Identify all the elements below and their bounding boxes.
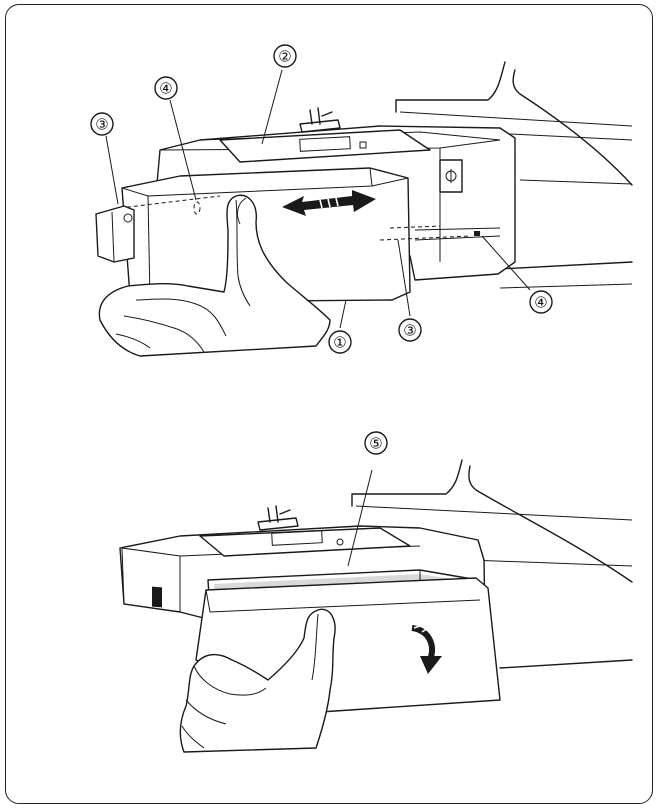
machine-arm-outline-2: [351, 459, 463, 507]
slide-arrow-icon: [282, 190, 376, 216]
hand-icon-2: [179, 608, 336, 753]
latch-slot-right: [474, 231, 480, 236]
callout-3-left: ③: [90, 112, 114, 136]
fold-down-arrow-icon: [411, 625, 442, 674]
callout-4-left: ④: [154, 76, 178, 100]
callout-3-right: ③: [398, 318, 422, 342]
svg-text:②: ②: [278, 48, 291, 66]
needle-plate: [219, 129, 431, 163]
machine-arm-outline: [395, 61, 506, 113]
svg-text:④: ④: [534, 294, 547, 312]
machine-body-curve: [512, 69, 633, 186]
figure-top: ① ② ③ ④ ③ ④: [90, 44, 633, 357]
svg-text:④: ④: [159, 80, 172, 98]
page-frame: [5, 4, 653, 804]
presser-foot: [299, 107, 341, 133]
svg-text:③: ③: [95, 116, 108, 134]
callout-4-right: ④: [529, 290, 553, 314]
presser-foot-2: [257, 505, 299, 531]
svg-text:⑤: ⑤: [369, 435, 382, 453]
callout-5: ⑤: [364, 431, 388, 455]
svg-text:①: ①: [333, 334, 346, 352]
callout-1: ①: [328, 330, 352, 354]
svg-text:③: ③: [403, 322, 416, 340]
hand-icon: [98, 194, 331, 357]
callout-2: ②: [273, 44, 297, 68]
figure-bottom: ⑤: [119, 431, 633, 753]
